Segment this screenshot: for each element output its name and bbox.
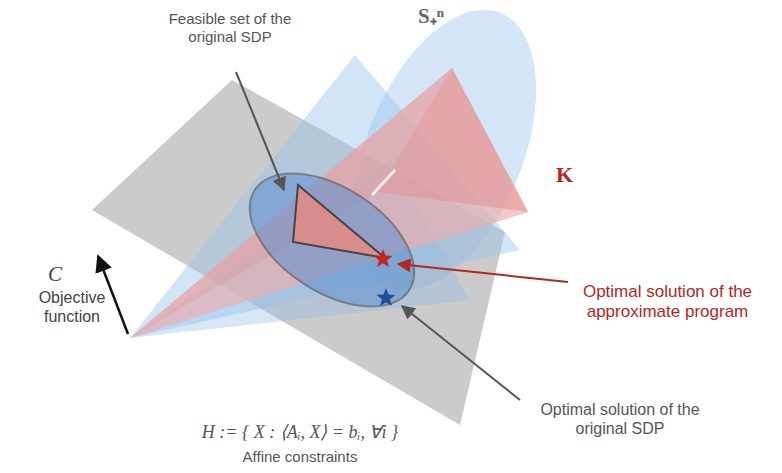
constraint-formula: H := { X : ⟨Aᵢ, X⟩ = bᵢ, ∀i } — [150, 422, 450, 444]
objective-label: Objective function — [22, 288, 122, 326]
cone-label: K — [556, 162, 596, 188]
callout-label: Feasible set of the original SDP — [160, 10, 300, 46]
leader-line — [398, 264, 568, 282]
k-cone-side — [130, 68, 528, 338]
k-cone-base — [378, 68, 528, 212]
callout-label: Optimal solution of the approximate prog… — [560, 282, 775, 323]
cone-label: S₊ⁿ — [418, 4, 478, 29]
leader-line — [402, 306, 520, 400]
solution-star — [374, 249, 393, 267]
approximate-feasible-set — [293, 185, 385, 258]
feasible-set — [227, 146, 438, 333]
callout-label: Optimal solution of the original SDP — [515, 400, 725, 438]
constraint-label: Affine constraints — [200, 448, 400, 466]
leader-line — [236, 72, 284, 190]
objective-label: C — [48, 262, 78, 287]
solution-star — [377, 288, 396, 306]
